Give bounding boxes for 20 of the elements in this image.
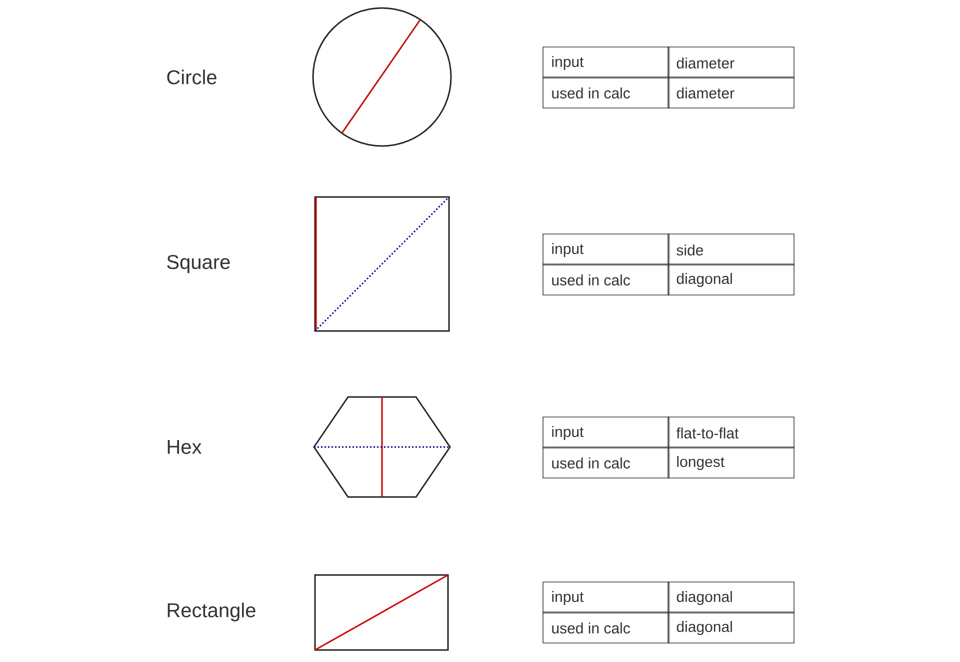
table-cell: used in calc xyxy=(542,76,670,108)
table-cell: side xyxy=(668,234,794,266)
shape-name: Hex xyxy=(168,440,202,454)
table-cell: diameter xyxy=(668,76,794,108)
table-cell: input xyxy=(542,416,670,448)
table-cell: flat-to-flat xyxy=(668,416,794,448)
shape-name: Circle xyxy=(167,70,216,84)
table-cell: used in calc xyxy=(542,446,670,478)
table-cell: input xyxy=(542,46,670,78)
table-cell: input xyxy=(542,234,670,266)
shape-name: Square xyxy=(167,254,230,274)
table-cell: diameter xyxy=(668,46,794,78)
table-cell: diagonal xyxy=(668,612,794,644)
table-cell: diagonal xyxy=(668,582,794,614)
shape-name: Rectangle xyxy=(168,602,256,622)
table-cell: used in calc xyxy=(542,264,670,296)
table-cell: longest xyxy=(668,446,794,478)
table-cell: used in calc xyxy=(542,612,670,644)
table-cell: diagonal xyxy=(668,264,794,296)
table-cell: input xyxy=(542,582,670,614)
